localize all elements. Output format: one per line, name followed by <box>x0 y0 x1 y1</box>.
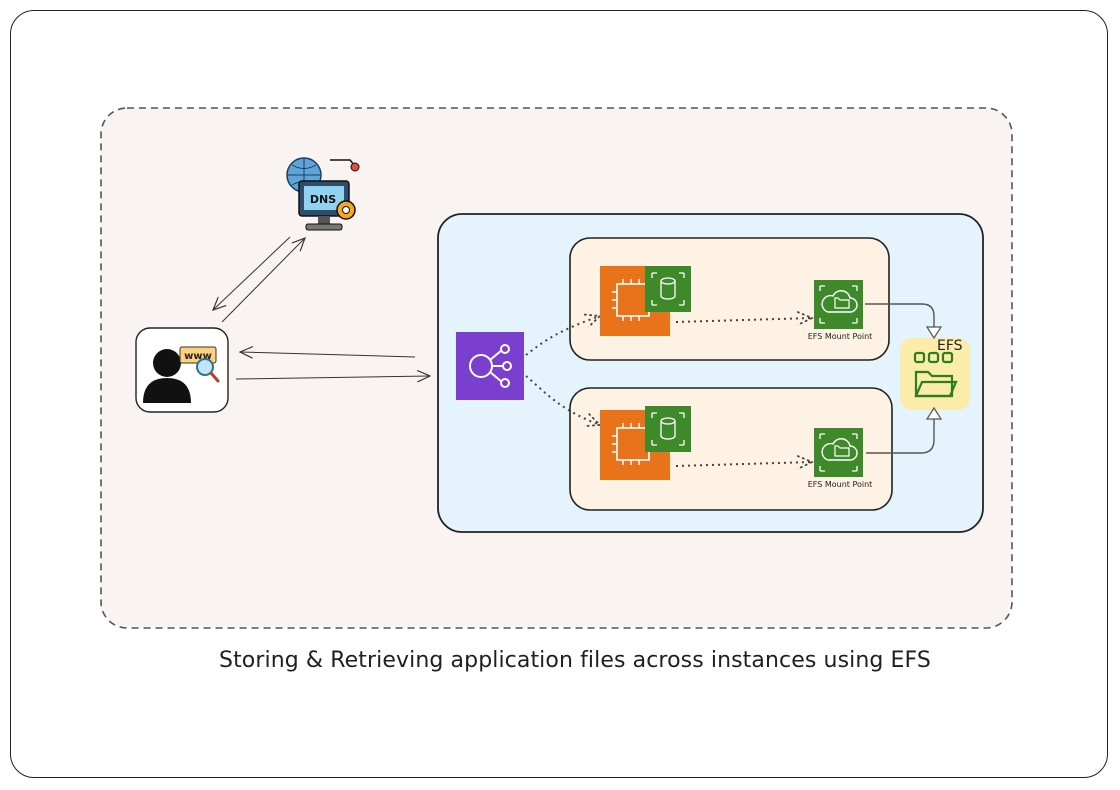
efs-mount-point-icon <box>814 280 863 329</box>
arrow-dns-to-user <box>213 236 291 310</box>
diagram-caption: Storing & Retrieving application files a… <box>219 648 931 673</box>
efs-icon <box>900 338 970 410</box>
mount-point-label-1: EFS Mount Point <box>807 332 873 341</box>
mount-point-label-2: EFS Mount Point <box>807 480 873 489</box>
www-text: www <box>184 351 212 362</box>
autoscaling-storage-icon <box>645 266 691 312</box>
dns-server-icon: DNS <box>286 157 360 231</box>
arrow-elb-to-user <box>240 352 416 357</box>
arrowhead-efs-top <box>925 326 943 340</box>
autoscaling-storage-icon <box>645 406 691 452</box>
arrow-elb-to-instance-1 <box>525 316 600 356</box>
connector-mount-1-to-efs <box>865 303 935 335</box>
connector-mount-2-to-efs <box>866 414 935 454</box>
dns-text: DNS <box>310 193 336 206</box>
arrow-elb-to-instance-2 <box>525 375 600 425</box>
arrowhead-efs-bottom <box>925 406 943 420</box>
load-balancer-icon <box>456 332 524 400</box>
arrow-user-to-elb <box>235 376 430 379</box>
efs-mount-point-icon <box>814 428 863 477</box>
efs-label: EFS <box>937 338 963 354</box>
arrow-user-to-dns <box>221 238 305 323</box>
user-icon: www <box>135 327 229 413</box>
